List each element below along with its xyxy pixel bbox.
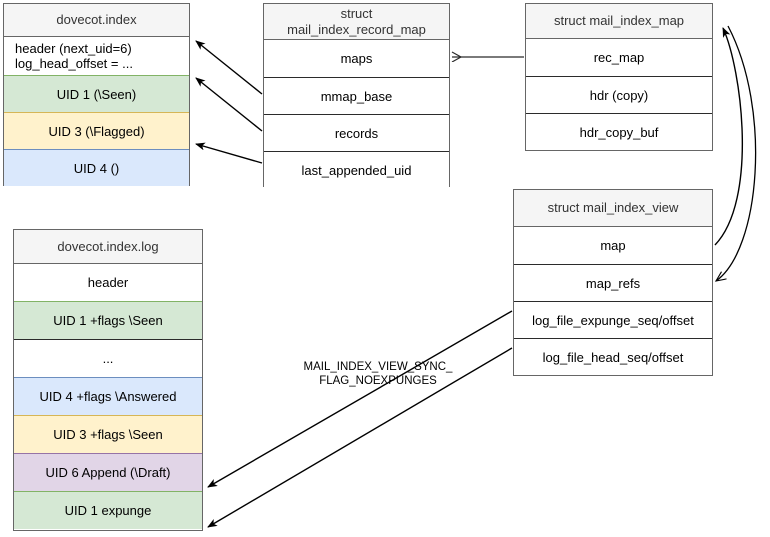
row-index-map-rec-map: rec_map [526, 39, 712, 76]
row-index-map-hdr-copy: hdr (copy) [526, 76, 712, 113]
box-title-dovecot-index-log: dovecot.index.log [14, 230, 202, 264]
row-index-view-map-refs: map_refs [514, 264, 712, 301]
row-log-ellipsis: ... [14, 339, 202, 377]
box-title-mail-index-map: struct mail_index_map [526, 4, 712, 39]
row-index-map-hdr-copy-buf: hdr_copy_buf [526, 113, 712, 150]
row-record-map-last-appended-uid: last_appended_uid [264, 151, 449, 188]
row-dovecot-index-uid3: UID 3 (\Flagged) [4, 112, 189, 149]
row-log-uid1-expunge: UID 1 expunge [14, 491, 202, 529]
row-dovecot-index-uid4: UID 4 () [4, 149, 189, 186]
row-index-view-log-file-head: log_file_head_seq/offset [514, 338, 712, 375]
box-mail-index-record-map: struct mail_index_record_map maps mmap_b… [263, 3, 450, 188]
box-mail-index-view: struct mail_index_view map map_refs log_… [513, 189, 713, 376]
row-dovecot-index-uid1: UID 1 (\Seen) [4, 75, 189, 112]
row-record-map-maps: maps [264, 40, 449, 77]
row-index-view-log-file-expunge: log_file_expunge_seq/offset [514, 301, 712, 338]
row-dovecot-index-header: header (next_uid=6) log_head_offset = ..… [4, 37, 189, 75]
row-log-uid1-seen: UID 1 +flags \Seen [14, 301, 202, 339]
edge-index-map-to-map-refs [716, 25, 757, 281]
box-dovecot-index: dovecot.index header (next_uid=6) log_he… [3, 3, 190, 186]
row-log-uid3-seen: UID 3 +flags \Seen [14, 415, 202, 453]
edge-log-head-to-uid1-expunge [207, 347, 513, 528]
edge-mmap-base-to-header [195, 40, 263, 95]
row-log-uid4-answered: UID 4 +flags \Answered [14, 377, 202, 415]
annotation-view-sync-flag: MAIL_INDEX_VIEW_SYNC_ FLAG_NOEXPUNGES [303, 361, 453, 387]
edge-records-to-uid1 [195, 77, 263, 132]
row-log-uid6-append: UID 6 Append (\Draft) [14, 453, 202, 491]
box-title-mail-index-record-map: struct mail_index_record_map [264, 4, 449, 40]
box-mail-index-map: struct mail_index_map rec_map hdr (copy)… [525, 3, 713, 151]
box-dovecot-index-log: dovecot.index.log header UID 1 +flags \S… [13, 229, 203, 531]
edge-view-map-to-index-map [714, 27, 743, 246]
row-record-map-records: records [264, 114, 449, 151]
box-title-mail-index-view: struct mail_index_view [514, 190, 712, 227]
edge-last-appended-uid-to-uid4 [195, 142, 263, 164]
edge-log-expunge-to-uid6-append [207, 310, 513, 488]
row-log-header: header [14, 264, 202, 301]
box-title-dovecot-index: dovecot.index [4, 4, 189, 37]
row-index-view-map: map [514, 227, 712, 264]
row-record-map-mmap-base: mmap_base [264, 77, 449, 114]
